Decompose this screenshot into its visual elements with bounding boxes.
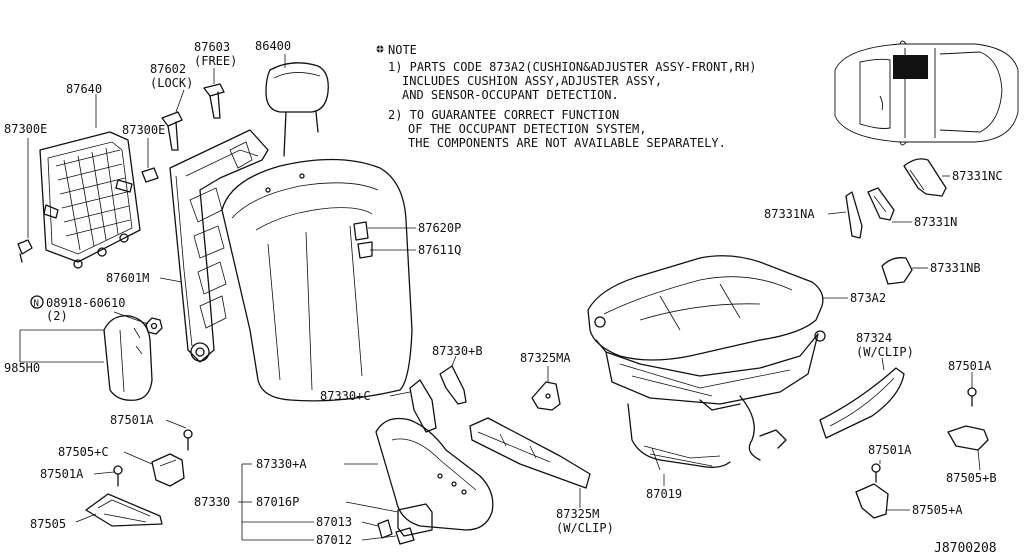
label-985h0: 985H0	[4, 361, 40, 375]
cover-87505b	[947, 425, 989, 451]
cushion-adjuster-assembly-873a2	[587, 255, 826, 468]
label-87501a-3: 87501A	[948, 359, 992, 373]
label-87505a: 87505+A	[912, 503, 963, 517]
label-08918-circle: N	[34, 299, 39, 309]
label-87501a-1: 87501A	[110, 413, 154, 427]
side-cover-87330a	[375, 417, 494, 531]
bolt-87501a-1	[183, 429, 193, 451]
seatback-board-87640	[39, 131, 141, 269]
cover-87331nc	[903, 158, 947, 197]
finisher-87324	[819, 367, 905, 439]
bracket-87325ma	[531, 381, 561, 411]
nut-n-circle-icon: N	[30, 295, 44, 309]
label-87331nc: 87331NC	[952, 169, 1003, 183]
seatback-frame-87601m	[169, 129, 269, 363]
label-87325m: 87325M	[556, 507, 599, 521]
knob-87016p	[397, 503, 433, 537]
label-87501a-2: 87501A	[40, 467, 84, 481]
bolt-87501a-4	[871, 463, 881, 483]
label-87330b: 87330+B	[432, 344, 483, 358]
trim-87325m	[469, 417, 591, 489]
label-87330: 87330	[194, 495, 230, 509]
label-87501a-4: 87501A	[868, 443, 912, 457]
label-87331na: 87331NA	[764, 207, 815, 221]
label-87620p: 87620P	[418, 221, 461, 235]
clip-87300e-left	[17, 239, 33, 263]
label-87331nb: 87331NB	[930, 261, 981, 275]
label-87016p: 87016P	[256, 495, 299, 509]
trim-87330b	[439, 365, 467, 405]
label-87505: 87505	[30, 517, 66, 531]
knob-87012	[395, 527, 415, 545]
vehicle-locator-diagram	[834, 40, 1019, 146]
label-87019: 87019	[646, 487, 682, 501]
harness-87019	[651, 447, 661, 471]
label-87505b: 87505+B	[946, 471, 997, 485]
label-87640: 87640	[66, 82, 102, 96]
note-block: NOTE 1) PARTS CODE 873A2(CUSHION&ADJUSTE…	[375, 43, 756, 150]
note-line-6: THE COMPONENTS ARE NOT AVAILABLE SEPARAT…	[408, 136, 726, 150]
headrest-guide-87603-free	[203, 83, 225, 119]
note-line-1: 1) PARTS CODE 873A2(CUSHION&ADJUSTER ASS…	[388, 60, 756, 74]
label-87331n: 87331N	[914, 215, 957, 229]
cover-87505c	[151, 453, 185, 487]
trim-87330c	[409, 379, 437, 433]
label-87330c: 87330+C	[320, 389, 371, 403]
label-87603-note: (FREE)	[194, 54, 237, 68]
bolt-87501a-2	[113, 465, 123, 487]
cover-87331n	[867, 187, 895, 221]
label-08918-60610: 08918-60610	[46, 296, 125, 310]
label-87012: 87012	[316, 533, 352, 547]
seat-location-marker	[893, 55, 928, 79]
seatback-cushion-assembly	[221, 158, 413, 402]
diagram-code: J8700208	[934, 541, 997, 556]
label-87505c: 87505+C	[58, 445, 109, 459]
airbag-module-985h0	[103, 315, 153, 401]
label-87602: 87602	[150, 62, 186, 76]
cover-87331nb	[881, 257, 913, 285]
note-heading: NOTE	[388, 43, 417, 57]
clip-87300e-mid	[141, 167, 159, 183]
label-873a2: 873A2	[850, 291, 886, 305]
label-08918-qty: (2)	[46, 309, 68, 323]
label-87300e-mid: 87300E	[122, 123, 165, 137]
label-87601m: 87601M	[106, 271, 149, 285]
label-87330a: 87330+A	[256, 457, 307, 471]
label-86400: 86400	[255, 39, 291, 53]
label-87324-note: (W/CLIP)	[856, 345, 914, 359]
headrest-guide-87602-lock	[161, 111, 183, 151]
knob-87013	[377, 519, 393, 539]
label-87325m-note: (W/CLIP)	[556, 521, 614, 535]
label-87325ma: 87325MA	[520, 351, 571, 365]
label-87013: 87013	[316, 515, 352, 529]
headrest-86400	[265, 62, 329, 157]
note-line-2: INCLUDES CUSHION ASSY,ADJUSTER ASSY,	[402, 74, 662, 88]
label-87603: 87603	[194, 40, 230, 54]
note-marker-icon	[375, 44, 385, 54]
note-line-5: OF THE OCCUPANT DETECTION SYSTEM,	[408, 122, 646, 136]
label-87602-note: (LOCK)	[150, 76, 193, 90]
label-87300e-left: 87300E	[4, 122, 47, 136]
label-87611q: 87611Q	[418, 243, 461, 257]
note-line-4: 2) TO GUARANTEE CORRECT FUNCTION	[388, 108, 619, 122]
note-line-3: AND SENSOR-OCCUPANT DETECTION.	[402, 88, 619, 102]
bolt-87501a-3	[967, 387, 977, 407]
cover-87331na	[845, 191, 863, 239]
label-87324: 87324	[856, 331, 892, 345]
cover-87505a	[855, 483, 889, 519]
trim-87505	[85, 493, 163, 527]
